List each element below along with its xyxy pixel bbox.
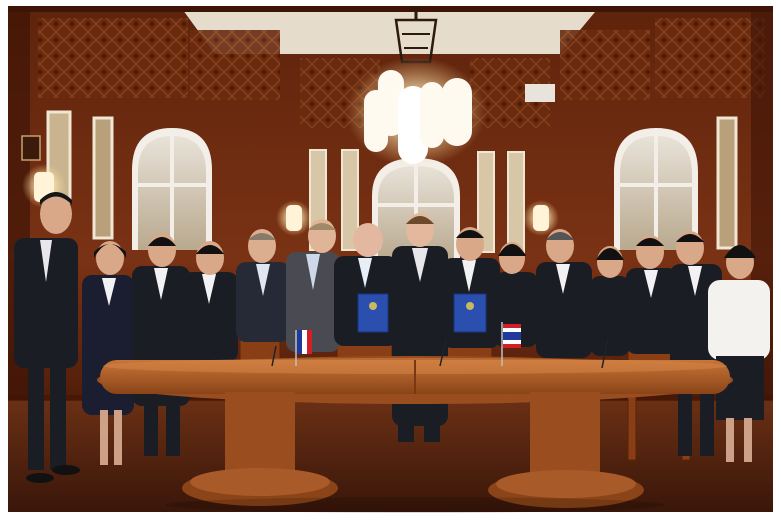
signed-agreement-folders [357,293,487,333]
ceiling [180,6,600,54]
arched-window-right [614,128,698,250]
lattice-panel-right2 [655,18,765,98]
thai-flag-icon [501,322,521,366]
lattice-panel-right [560,30,650,100]
arched-window-left [132,128,212,250]
conference-table [97,356,733,513]
chandelier-icon [346,6,486,167]
lattice-panel-left [38,18,188,98]
wall-sconce-icon [21,84,559,236]
french-flag-icon [295,330,312,366]
floor [8,400,773,512]
lattice-panel-left2 [190,30,280,100]
arched-window-center [372,158,460,260]
microphone-icon [271,337,609,369]
